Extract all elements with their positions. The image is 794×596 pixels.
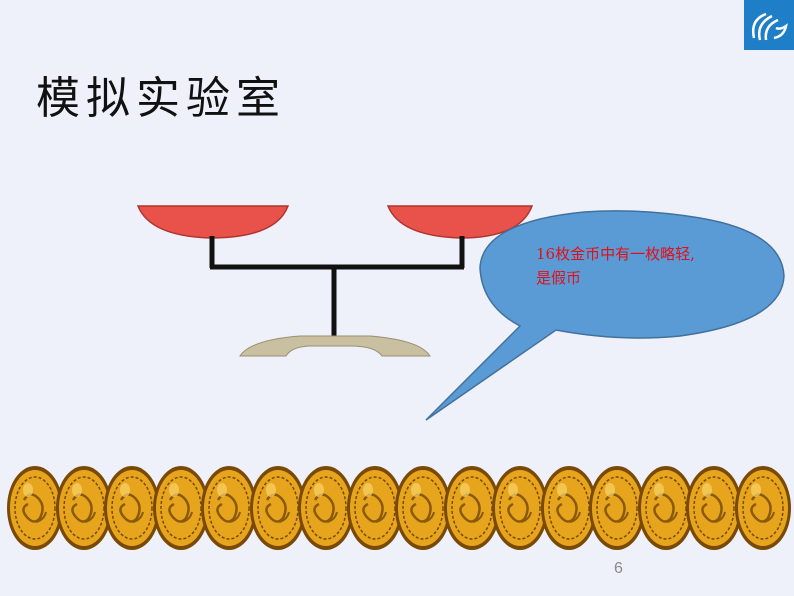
gold-coin: [686, 466, 742, 550]
gold-coin: [492, 466, 548, 550]
gold-coin: [346, 466, 403, 550]
gold-coin: [249, 466, 306, 550]
bubble-text-line-2: 是假币: [536, 269, 582, 287]
bubble-text: 16枚金币中有一枚略轻, 是假币: [536, 242, 746, 290]
gold-coin: [734, 466, 791, 550]
gold-coin: [104, 466, 160, 550]
gold-coin: [7, 466, 63, 550]
gold-coin: [540, 466, 597, 550]
gold-coin: [201, 466, 257, 550]
gold-coin: [637, 466, 694, 550]
gold-coin: [298, 466, 354, 550]
logo: [744, 0, 794, 50]
gold-coin: [55, 466, 112, 550]
logo-swirl-icon: [752, 12, 788, 41]
page-title: 模拟实验室: [36, 73, 286, 124]
gold-coin: [152, 466, 209, 550]
balance-frame: [209, 236, 465, 338]
gold-coin: [443, 466, 500, 550]
gold-coin: [589, 466, 645, 550]
page-number: 6: [614, 560, 623, 577]
gold-coin: [395, 466, 451, 550]
speech-bubble-shape: [425, 210, 785, 421]
bubble-text-line-1: 16枚金币中有一枚略轻,: [536, 245, 695, 263]
balance-base: [239, 335, 431, 357]
coin-row: [0, 460, 794, 555]
